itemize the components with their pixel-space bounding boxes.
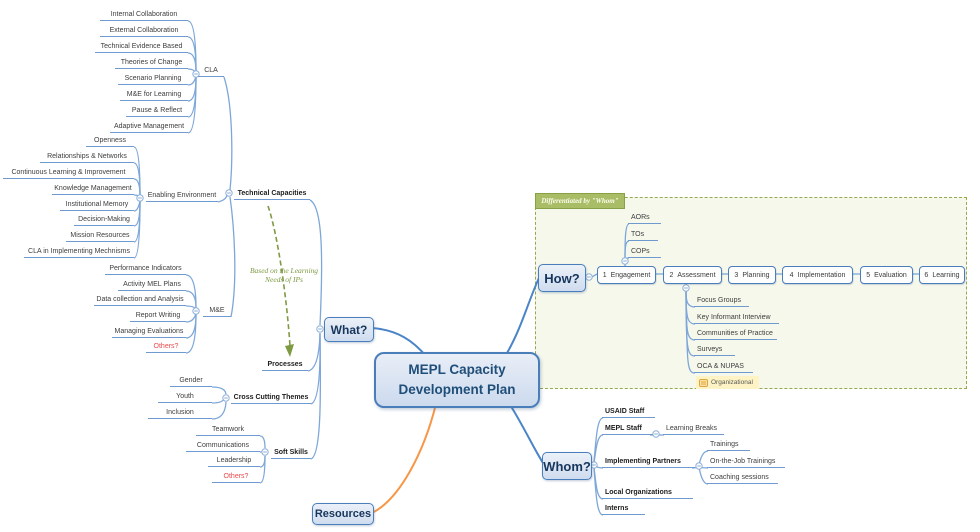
topic-cla-implementing-mechnisms[interactable]: CLA in Implementing Mechnisms [24, 247, 134, 258]
node-resources[interactable]: Resources [312, 503, 374, 525]
topic-processes[interactable]: Processes [262, 360, 308, 371]
topic-key-informant-interview[interactable]: Key Informant Interview [694, 313, 779, 324]
stage-number: 3 [734, 271, 739, 279]
topic-tos[interactable]: TOs [628, 230, 658, 241]
node-what[interactable]: What? [324, 317, 374, 342]
topic-inclusion[interactable]: Inclusion [148, 408, 212, 419]
topic-coaching-sessions[interactable]: Coaching sessions [707, 473, 778, 484]
stage-label: Implementation [797, 271, 846, 279]
topic-internal-collaboration[interactable]: Internal Collaboration [100, 10, 188, 21]
topic-focus-groups[interactable]: Focus Groups [694, 296, 749, 307]
topic-me[interactable]: M&E [203, 306, 231, 317]
topic-external-collaboration[interactable]: External Collaboration [100, 26, 188, 37]
topic-data-collection-analysis[interactable]: Data collection and Analysis [94, 295, 186, 306]
topic-institutional-memory[interactable]: Institutional Memory [60, 200, 134, 211]
topic-mission-resources[interactable]: Mission Resources [66, 231, 134, 242]
stage-number: 1 [602, 271, 607, 279]
stage-number: 2 [669, 271, 674, 279]
topic-implementing-partners[interactable]: Implementing Partners [602, 457, 695, 468]
topic-youth[interactable]: Youth [158, 392, 212, 403]
topic-communities-of-practice[interactable]: Communities of Practice [694, 329, 777, 340]
topic-decision-making[interactable]: Decision-Making [74, 215, 134, 226]
topic-relationships-networks[interactable]: Relationships & Networks [40, 152, 134, 163]
topic-gender[interactable]: Gender [170, 376, 212, 387]
frame-label: Differentiated by "Whom" [535, 193, 625, 209]
topic-activity-mel-plans[interactable]: Activity MEL Plans [118, 280, 186, 291]
legend-marker-icon [699, 378, 708, 387]
topic-openness[interactable]: Openness [86, 136, 134, 147]
stage-number: 4 [789, 271, 794, 279]
topic-continuous-learning[interactable]: Continuous Learning & Improvement [3, 168, 134, 179]
node-whom[interactable]: Whom? [542, 452, 592, 480]
learning-needs-note: Based on the Learning Needs of IPs [249, 266, 319, 284]
topic-cla[interactable]: CLA [198, 66, 224, 77]
topic-learning-breaks[interactable]: Learning Breaks [663, 424, 724, 435]
stage-label: Planning [742, 271, 770, 279]
topic-report-writing[interactable]: Report Writing [130, 311, 186, 322]
topic-teamwork[interactable]: Teamwork [196, 425, 260, 436]
topic-technical-capacities[interactable]: Technical Capacities [234, 189, 310, 200]
topic-technical-evidence-based[interactable]: Technical Evidence Based [95, 42, 188, 53]
differentiated-frame [535, 197, 967, 389]
topic-leadership[interactable]: Leadership [208, 456, 260, 467]
topic-soft-skills[interactable]: Soft Skills [271, 448, 311, 459]
topic-scenario-planning[interactable]: Scenario Planning [118, 74, 188, 85]
resources-branch-curve [371, 403, 437, 514]
topic-on-the-job-trainings[interactable]: On-the-Job Trainings [707, 457, 785, 468]
topic-cross-cutting-themes[interactable]: Cross Cutting Themes [231, 393, 311, 404]
topic-aors[interactable]: AORs [628, 213, 661, 224]
topic-enabling-environment[interactable]: Enabling Environment [146, 191, 218, 202]
topic-mepl-staff[interactable]: MEPL Staff [602, 424, 653, 435]
topic-surveys[interactable]: Surveys [694, 345, 735, 356]
topic-theories-of-change[interactable]: Theories of Change [115, 58, 188, 69]
topic-communications[interactable]: Communications [186, 441, 260, 452]
stage-label: Evaluation [874, 271, 907, 279]
topic-adaptive-management[interactable]: Adaptive Management [110, 122, 188, 133]
topic-pause-reflect[interactable]: Pause & Reflect [126, 106, 188, 117]
stage-label: Learning [932, 271, 960, 279]
topic-usaid-staff[interactable]: USAID Staff [602, 407, 655, 418]
topic-local-organizations[interactable]: Local Organizations [602, 488, 693, 499]
topic-interns[interactable]: Interns [602, 504, 645, 515]
node-how[interactable]: How? [538, 264, 586, 292]
legend-organizational: Organizational [696, 376, 759, 389]
stage-label: Engagement [610, 271, 651, 279]
topic-cops[interactable]: COPs [628, 247, 661, 258]
topic-performance-indicators[interactable]: Performance Indicators [105, 264, 186, 275]
topic-trainings[interactable]: Trainings [707, 440, 750, 451]
topic-managing-evaluations[interactable]: Managing Evaluations [112, 327, 186, 338]
stage-label: Assessment [677, 271, 716, 279]
topic-oca-nupas[interactable]: OCA & NUPAS [694, 362, 753, 373]
stage-number: 6 [924, 271, 929, 279]
stage-number: 5 [866, 271, 871, 279]
topic-knowledge-management[interactable]: Knowledge Management [52, 184, 134, 195]
topic-me-others[interactable]: Others? [146, 342, 186, 353]
topic-me-for-learning[interactable]: M&E for Learning [120, 90, 188, 101]
topic-softskills-others[interactable]: Others? [212, 472, 260, 483]
legend-label: Organizational [711, 379, 753, 386]
node-root[interactable]: MEPL Capacity Development Plan [374, 352, 540, 408]
